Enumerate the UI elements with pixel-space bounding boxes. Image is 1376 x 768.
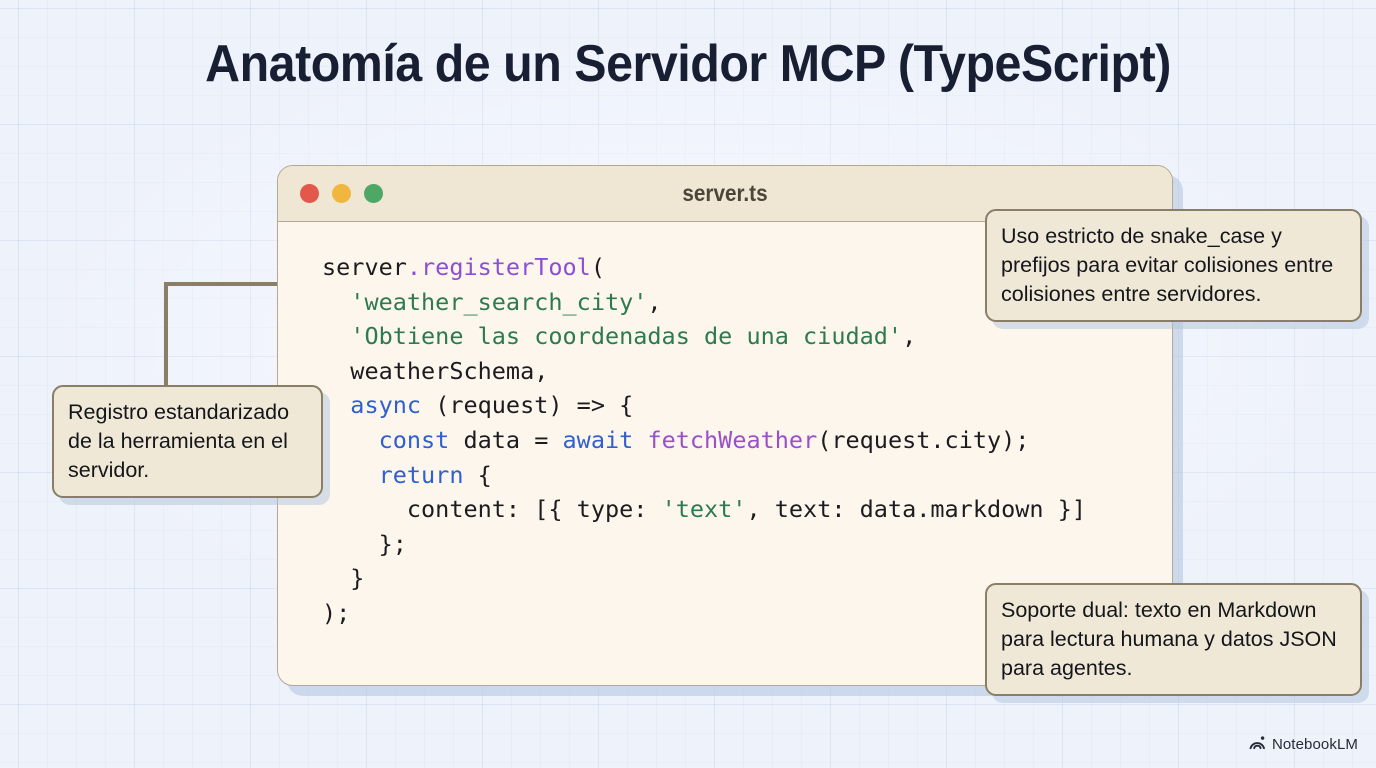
code-token: 'text' [661, 495, 747, 524]
code-line: weatherSchema, [322, 354, 1172, 389]
code-token: return [378, 460, 464, 489]
code-line: server.registerTool( [322, 250, 1172, 285]
page-title: Anatomía de un Servidor MCP (TypeScript) [205, 35, 1171, 93]
code-token: data = [449, 425, 563, 454]
code-line: 'Obtiene las coordenadas de una ciudad', [322, 319, 1172, 354]
window-title: server.ts [682, 180, 768, 206]
code-token: { [463, 460, 492, 489]
code-token: content: [{ type: [406, 495, 662, 524]
code-token: (request.city); [817, 425, 1030, 454]
code-line: 'weather_search_city', [322, 285, 1172, 320]
window-traffic-lights [300, 184, 383, 203]
code-token [633, 426, 647, 454]
minimize-button[interactable] [332, 184, 351, 203]
code-token: } [350, 564, 365, 593]
code-line: return { [322, 458, 1172, 493]
code-line: content: [{ type: 'text', text: data.mar… [322, 492, 1172, 527]
code-token: ( [590, 253, 605, 281]
code-line: const data = await fetchWeather(request.… [322, 423, 1172, 458]
code-token: }; [378, 529, 407, 558]
code-token: 'weather_search_city' [350, 287, 648, 316]
code-token: (request) => { [421, 391, 634, 420]
code-line: } [322, 561, 1172, 596]
code-line: async (request) => { [322, 388, 1172, 423]
code-token: async [350, 391, 422, 420]
code-token: ); [322, 598, 351, 627]
maximize-button[interactable] [364, 184, 383, 203]
code-token: , [902, 322, 917, 351]
code-line: ); [322, 596, 1172, 631]
callout-snake-case: Uso estricto de snake_case y prefijos pa… [985, 209, 1362, 322]
callout-registro: Registro estandarizado de la herramienta… [52, 385, 323, 498]
notebooklm-logo-icon [1249, 735, 1266, 754]
close-button[interactable] [300, 184, 319, 203]
code-token: weatherSchema, [350, 356, 549, 385]
code-token: 'Obtiene las coordenadas de una ciudad' [350, 322, 903, 351]
notebooklm-watermark: NotebookLM [1249, 735, 1358, 754]
code-token: await [562, 425, 634, 454]
code-token: , [647, 287, 662, 316]
code-token: .registerTool [406, 253, 591, 281]
notebooklm-label: NotebookLM [1271, 736, 1358, 753]
code-token: server [322, 253, 407, 281]
code-editor-area[interactable]: server.registerTool( 'weather_search_cit… [278, 222, 1172, 631]
code-token: , text: data.markdown }] [746, 495, 1087, 524]
code-line: }; [322, 527, 1172, 562]
code-token: const [378, 425, 450, 454]
code-token: fetchWeather [647, 425, 818, 454]
callout-soporte-dual: Soporte dual: texto en Markdown para lec… [985, 583, 1362, 696]
